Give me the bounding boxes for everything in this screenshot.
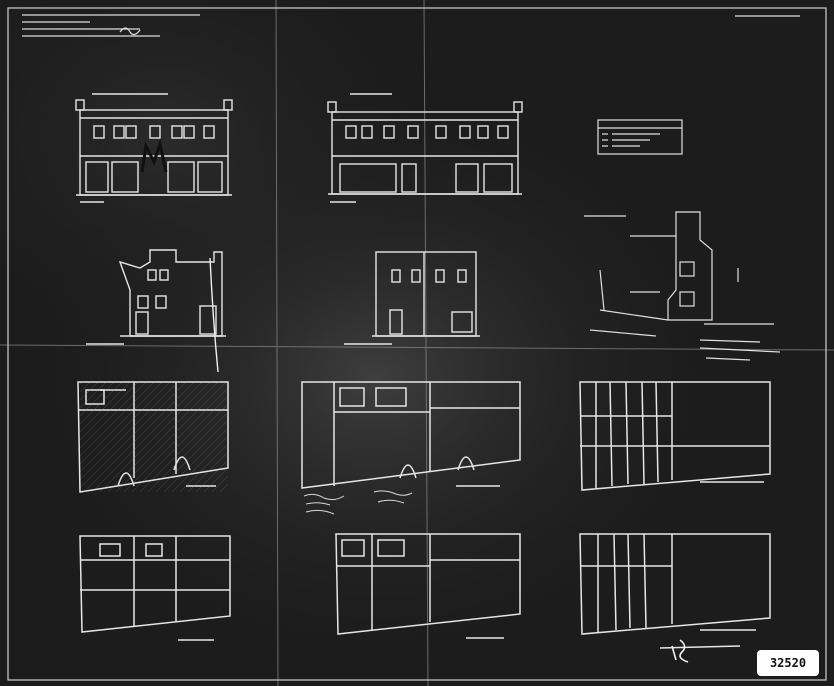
sheet-number-stamp: 32520 (757, 650, 819, 676)
side-elevation-right (344, 251, 480, 345)
legend-box (597, 119, 683, 155)
floor-plan-upper-left (79, 535, 231, 641)
pencil-mark (140, 138, 168, 173)
handwritten-notes (303, 490, 413, 515)
title-block (22, 14, 200, 37)
floor-plan-beams-middle (579, 381, 771, 491)
section-detail (584, 211, 781, 361)
floor-plan-upper-right (335, 533, 521, 639)
signature-scribble (671, 639, 689, 663)
front-elevation-right (327, 93, 523, 203)
sheet-border (7, 7, 827, 681)
front-elevation-left (75, 93, 233, 203)
floor-plan-ground-right (301, 381, 521, 489)
floor-plan-ground-left (77, 381, 229, 493)
side-elevation-left (86, 249, 226, 373)
floor-plan-beams-bottom (579, 533, 771, 649)
